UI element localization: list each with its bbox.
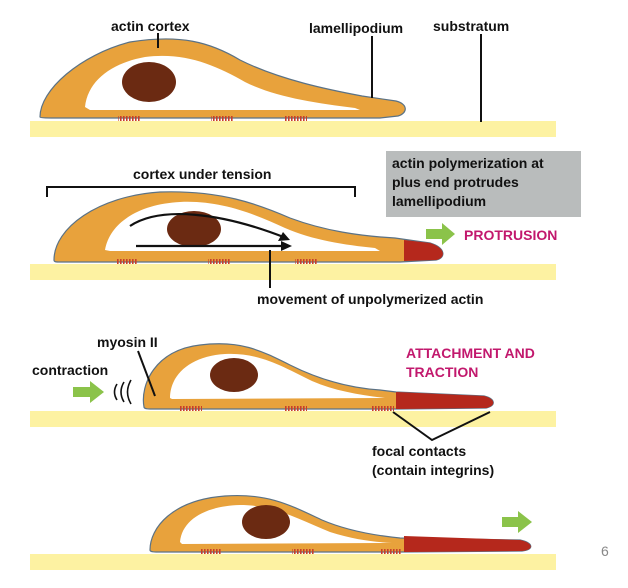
info-box-line: actin polymerization at (392, 155, 544, 171)
focal-contact (285, 116, 307, 121)
focal-contact (118, 116, 140, 121)
substratum-bar (30, 411, 556, 427)
movement-arrow-icon (502, 511, 532, 533)
focal-contact (211, 116, 233, 121)
focal-contact (116, 259, 138, 264)
panel-4 (30, 494, 556, 570)
label-contraction: contraction (32, 362, 108, 378)
motion-mark (113, 383, 118, 401)
page-number: 6 (601, 543, 609, 559)
flow-arrowhead (281, 241, 292, 251)
label-actin-cortex: actin cortex (111, 18, 190, 34)
protrusion-arrow-icon (426, 223, 455, 245)
contraction-arrow-icon (73, 381, 104, 403)
focal-contact (180, 406, 202, 411)
lamellipodium-tip (396, 392, 494, 409)
focal-contact (380, 549, 402, 554)
tension-arrow (129, 213, 287, 240)
motion-mark (120, 381, 125, 403)
focal-contact (372, 406, 394, 411)
substratum-bar (30, 121, 556, 137)
label-attachment-traction: TRACTION (406, 364, 478, 380)
panel-2: cortex under tension actin polymerizatio… (30, 151, 581, 307)
label-focal-contacts: (contain integrins) (372, 462, 494, 478)
lamellipodium-tip (404, 536, 531, 552)
focal-contact (200, 549, 222, 554)
info-box (386, 151, 581, 217)
substratum-bar (30, 264, 556, 280)
motion-mark (126, 379, 132, 405)
focal-contact (295, 259, 317, 264)
lamellipodium-tip (404, 240, 443, 261)
substratum-bar (30, 554, 556, 570)
focal-contact (292, 549, 314, 554)
label-movement-unpolymerized-actin: movement of unpolymerized actin (257, 291, 483, 307)
nucleus (122, 62, 176, 102)
label-protrusion: PROTRUSION (464, 227, 557, 243)
label-substratum: substratum (433, 18, 509, 34)
nucleus (242, 505, 290, 539)
focal-contacts-pointer (392, 411, 491, 442)
label-lamellipodium: lamellipodium (309, 20, 403, 36)
tension-bracket (46, 186, 356, 197)
label-focal-contacts: focal contacts (372, 443, 466, 459)
label-attachment-traction: ATTACHMENT AND (406, 345, 535, 361)
info-box-line: lamellipodium (392, 193, 486, 209)
panel-1: actin cortex lamellipodium substratum (30, 18, 556, 137)
info-box-line: plus end protrudes (392, 174, 519, 190)
label-cortex-under-tension: cortex under tension (133, 166, 271, 182)
label-myosin-ii: myosin II (97, 334, 158, 350)
nucleus (167, 211, 221, 247)
tension-arrowhead (278, 232, 290, 241)
nucleus (210, 358, 258, 392)
pointer-line (137, 350, 156, 397)
focal-contact (285, 406, 307, 411)
panel-3: myosin II contraction ATTACHMENT AND TRA… (30, 334, 556, 478)
focal-contact (208, 259, 230, 264)
